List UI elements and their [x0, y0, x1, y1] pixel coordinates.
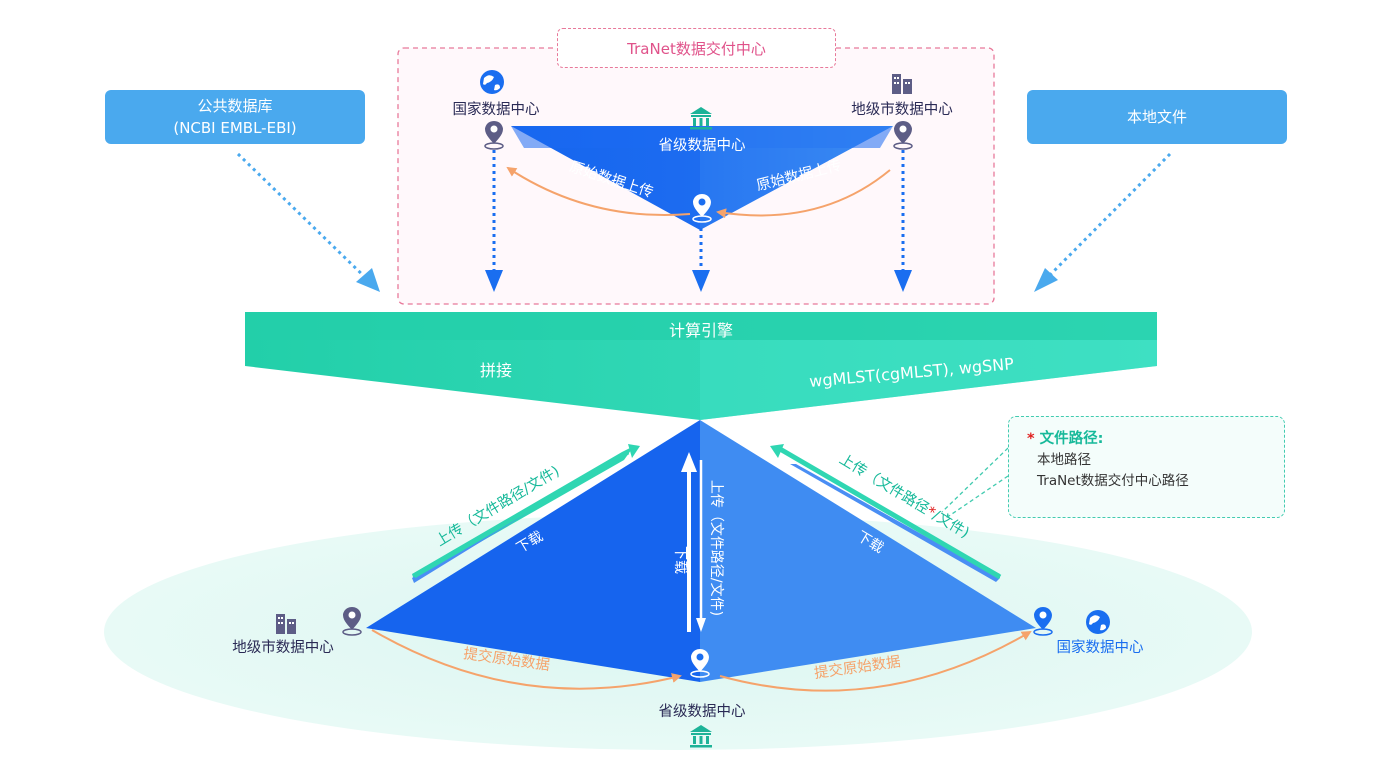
note-head-text: 文件路径:	[1039, 431, 1104, 447]
right-download-arrow	[790, 464, 1000, 582]
bottom-upload-center-label: 上传（文件路径/文件)	[708, 480, 724, 616]
center-download-head	[696, 618, 706, 632]
location-pin-icon	[690, 649, 710, 678]
note-line2: TraNet数据交付中心路径	[1037, 473, 1189, 489]
note-connector-a	[941, 447, 1009, 513]
engine-title: 计算引擎	[669, 321, 733, 340]
file-path-note: * 文件路径: 本地路径 TraNet数据交付中心路径	[1008, 416, 1285, 518]
public-db-line2: (NCBI EMBL-EBI)	[173, 119, 297, 137]
center-upload-head	[681, 452, 697, 472]
location-pin-icon	[1033, 607, 1053, 636]
bank-icon	[690, 107, 712, 130]
bottom-national-label: 国家数据中心	[1057, 639, 1144, 656]
top-triangle	[511, 126, 893, 230]
tranet-title-box: TraNet数据交付中心	[557, 28, 836, 68]
drop-left-head	[485, 270, 503, 292]
globe-icon	[480, 70, 504, 94]
building-icon	[276, 614, 296, 634]
left-upload-line	[412, 449, 630, 579]
public-db-arrow-head	[356, 268, 380, 292]
right-upload-line	[778, 446, 1002, 580]
drop-center-head	[692, 270, 710, 292]
top-city-label: 地级市数据中心	[851, 101, 953, 118]
bottom-provincial-label: 省级数据中心	[659, 703, 746, 720]
top-upload-curve-right	[716, 169, 891, 219]
public-db-box: 公共数据库 (NCBI EMBL-EBI)	[105, 90, 365, 144]
engine-left-label: 拼接	[480, 361, 512, 380]
left-upload-head	[628, 444, 640, 458]
local-file-arrow	[1043, 152, 1172, 282]
tranet-title: TraNet数据交付中心	[627, 39, 766, 58]
note-connector-b	[945, 475, 1009, 519]
location-pin-icon	[342, 607, 362, 636]
note-line1: 本地路径	[1037, 452, 1091, 468]
location-pin-icon	[893, 121, 913, 150]
local-file-arrow-head	[1034, 268, 1058, 292]
bottom-submit-curve-left	[371, 629, 682, 690]
drop-right-head	[894, 270, 912, 292]
top-provincial-label: 省级数据中心	[659, 137, 746, 154]
note-star: *	[1027, 431, 1035, 447]
bank-icon	[690, 725, 712, 748]
top-upload-curve-left	[506, 166, 691, 217]
local-file-label: 本地文件	[1126, 108, 1187, 126]
bottom-submit-curve-right	[719, 630, 1032, 692]
globe-icon	[1086, 610, 1110, 634]
location-pin-icon	[692, 194, 712, 223]
bottom-pyramid	[366, 420, 1036, 682]
right-upload-head	[770, 444, 784, 458]
compute-engine	[245, 312, 1157, 420]
bottom-city-label: 地级市数据中心	[232, 639, 334, 656]
public-db-line1: 公共数据库	[197, 97, 273, 115]
bottom-download-center-label: 下载	[672, 546, 688, 574]
public-db-arrow	[236, 152, 372, 284]
location-pin-icon	[484, 121, 504, 150]
building-icon	[892, 74, 912, 94]
note-head: * 文件路径:	[1027, 429, 1270, 450]
local-file-box: 本地文件	[1027, 90, 1287, 144]
top-national-label: 国家数据中心	[453, 101, 540, 118]
